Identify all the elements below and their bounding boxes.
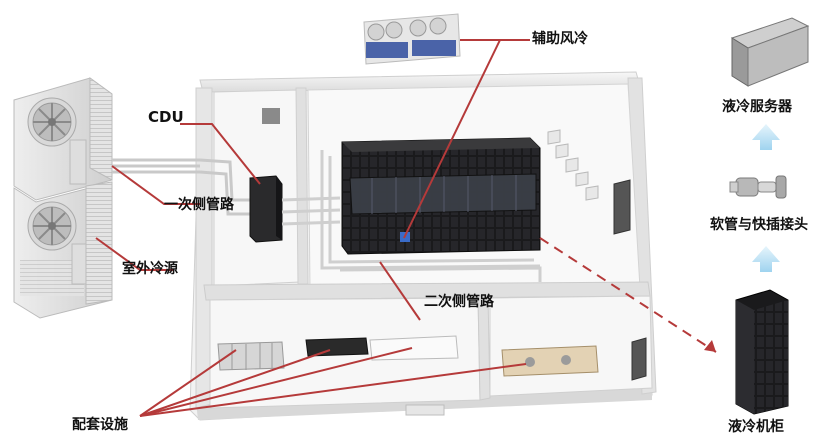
label-server: 液冷服务器	[722, 99, 792, 115]
auxiliary-air-cooler	[363, 13, 461, 65]
leader-cdu	[180, 123, 261, 185]
lower-right-room	[489, 295, 653, 397]
wall-panel	[613, 179, 631, 235]
leader-cabinet-dashed	[539, 237, 717, 353]
label-primary-pipe: 一次侧管路	[164, 197, 234, 213]
leader-primary-pipe	[111, 165, 200, 205]
leader-support-4	[139, 363, 527, 417]
hose-connector	[729, 175, 787, 199]
label-secondary-pipe: 二次侧管路	[424, 294, 494, 310]
label-hose: 软管与快插接头	[710, 217, 808, 233]
fan-icon	[27, 201, 77, 251]
leader-support-1	[139, 349, 237, 417]
staircase	[547, 129, 599, 201]
leader-support-3	[139, 347, 413, 417]
leader-support-2	[139, 349, 331, 417]
outdoor-chiller	[13, 77, 113, 319]
label-supporting: 配套设施	[72, 417, 128, 433]
leader-lines	[95, 39, 717, 417]
primary-pipes	[112, 158, 258, 216]
liquid-cooled-cabinet	[735, 289, 789, 415]
label-cdu: CDU	[148, 108, 184, 126]
fan-icon	[27, 97, 77, 147]
cdu-unit	[249, 108, 283, 243]
arrow-up-icon	[752, 246, 780, 272]
fan-icon	[367, 17, 447, 41]
label-outdoor-cooling: 室外冷源	[122, 261, 178, 277]
leader-outdoor	[95, 237, 174, 271]
label-cabinet: 液冷机柜	[728, 419, 784, 435]
arrow-up-icon	[752, 124, 780, 150]
door	[405, 404, 445, 416]
cdu-room-wall	[295, 87, 309, 285]
rack-rows	[341, 137, 541, 255]
label-auxiliary-air: 辅助风冷	[532, 31, 588, 47]
liquid-cooled-server	[730, 17, 810, 87]
leader-secondary-pipe	[379, 261, 421, 321]
lower-partition	[477, 295, 491, 401]
secondary-pipes	[281, 150, 542, 282]
